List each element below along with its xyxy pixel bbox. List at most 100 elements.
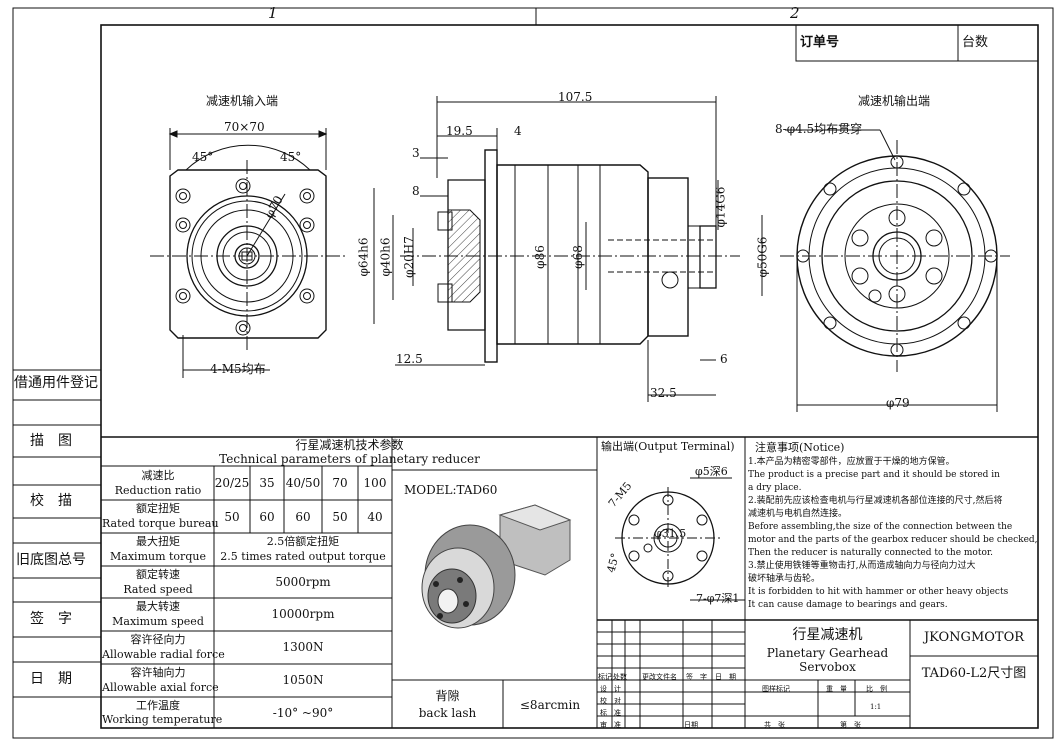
sign-date-label: 日期 (684, 721, 698, 729)
zone-number-1: 1 (268, 4, 278, 22)
torque-value: 60 (259, 510, 275, 524)
ratio-label-cn: 减速比 (141, 469, 175, 482)
notice-line: 1.本产品为精密零部件，应放置于干燥的地方保管。 (748, 457, 955, 467)
sign-row-check: 校 对 (600, 697, 621, 705)
dim-d40h6: φ40h6 (378, 237, 393, 277)
dim-19-5: 19.5 (446, 124, 473, 138)
notice-line: It can cause damage to bearings and gear… (748, 600, 948, 610)
strip-old-drawing-no: 旧底图总号 (16, 552, 86, 568)
backlash-label-cn: 背隙 (435, 689, 460, 703)
quantity-label: 台数 (962, 35, 989, 50)
notice-title: 注意事项(Notice) (755, 441, 845, 454)
dim-32-5: 32.5 (650, 386, 677, 400)
order-number-label: 订单号 (800, 35, 840, 50)
temperature-label-cn: 工作温度 (136, 699, 180, 712)
torque-value: 60 (295, 510, 311, 524)
output-end-title: 减速机输出端 (858, 94, 931, 108)
drawing-number: TAD60-L2尺寸图 (921, 666, 1027, 681)
max-speed-value: 10000rpm (271, 607, 335, 621)
ratio-value: 35 (259, 476, 275, 490)
max-speed-label-en: Maximum speed (112, 615, 204, 628)
max-torque-label-en: Maximum torque (110, 550, 206, 563)
dim-d64h6: φ64h6 (356, 237, 371, 277)
dim-d14g6: φ14G6 (713, 186, 728, 228)
strip-drawn: 描 图 (30, 433, 72, 449)
dim-8: 8 (412, 184, 420, 198)
dim-6: 6 (720, 352, 728, 366)
company-name: JKONGMOTOR (923, 630, 1025, 645)
sign-row-standard: 标 准 (600, 709, 621, 717)
dim-d50g6: φ50G6 (755, 236, 770, 278)
notice-line: 3.禁止使用铁锤等重物击打,从而造成轴向力与径向力过大 (748, 561, 976, 571)
radial-force-label-cn: 容许径向力 (130, 633, 186, 646)
backlash-label-en: back lash (418, 706, 477, 720)
ratio-value: 40/50 (285, 476, 321, 490)
notice-line: 破坏轴承与齿轮。 (748, 574, 821, 584)
notice-line: a dry place. (748, 483, 802, 493)
torque-label-en: Rated torque bureau (102, 517, 219, 530)
dim-angle-left: 45° (192, 150, 214, 164)
strip-date: 日 期 (30, 671, 72, 687)
notice-line: motor and the parts of the gearbox reduc… (748, 535, 1038, 545)
notice-line: 2.装配前先应该检查电机与行星减速机各部位连接的尺寸,然后将 (748, 496, 1003, 506)
axial-force-label-cn: 容许轴向力 (130, 666, 186, 679)
dim-12-5: 12.5 (396, 352, 423, 366)
notice-line: Before assembling,the size of the connec… (748, 522, 1013, 532)
rated-speed-value: 5000rpm (275, 575, 331, 589)
max-torque-value-cn: 2.5倍额定扭矩 (266, 535, 340, 548)
output-terminal-d7: 7-φ7深1 (696, 592, 740, 605)
product-name-cn: 行星减速机 (792, 627, 863, 643)
max-speed-label-cn: 最大转速 (136, 600, 180, 613)
torque-value: 50 (224, 510, 240, 524)
sign-row-design: 设 计 (600, 685, 621, 693)
rev-header: 处数 (613, 673, 627, 681)
outer-border (12, 7, 1054, 739)
output-terminal-title: 输出端(Output Terminal) (601, 440, 735, 453)
rev-header: 更改文件名 (642, 673, 677, 681)
scale-label: 比 例 (866, 685, 887, 693)
sheet-number: 第 张 (840, 721, 861, 729)
axial-force-label-en: Allowable axial force (102, 681, 219, 694)
dim-flange: 70×70 (224, 120, 265, 134)
rev-header: 日 期 (715, 673, 736, 681)
output-terminal-d31: φ31.5 (654, 527, 687, 540)
gearhead-render (421, 504, 572, 629)
rated-speed-label-en: Rated speed (123, 583, 193, 596)
backlash-value: ≤8arcmin (519, 698, 581, 712)
ratio-value: 100 (363, 476, 387, 490)
dim-d86: φ86 (532, 245, 547, 269)
temperature-label-en: Working temperature (102, 713, 223, 726)
sheets-total: 共 张 (764, 721, 785, 729)
dim-4: 4 (514, 124, 522, 138)
torque-label-cn: 额定扭矩 (136, 502, 180, 515)
rev-header: 签 字 (686, 673, 707, 681)
dim-angle-right: 45° (280, 150, 302, 164)
order-box (795, 24, 1039, 62)
weight-label: 重 量 (826, 685, 847, 693)
input-end-title: 减速机输入端 (206, 94, 279, 108)
input-end-view (150, 128, 345, 378)
scale-value: 1:1 (870, 703, 882, 711)
max-torque-label-cn: 最大扭矩 (136, 535, 180, 548)
zone-number-2: 2 (790, 4, 800, 22)
sign-row-approve: 审 准 (600, 721, 621, 729)
dim-overall-length: 107.5 (558, 90, 593, 104)
product-name-en: Planetary Gearhead (766, 646, 889, 660)
output-terminal-d5: φ5深6 (695, 465, 728, 478)
radial-force-value: 1300N (282, 640, 324, 654)
notice-line: 减速机与电机自然连接。 (748, 509, 848, 519)
ratio-value: 70 (332, 476, 348, 490)
dim-3: 3 (412, 146, 420, 160)
side-view (373, 96, 763, 402)
notice-line: It is forbidden to hit with hammer or ot… (748, 587, 1009, 597)
output-end-view (780, 129, 1010, 412)
axial-force-value: 1050N (282, 673, 324, 687)
params-title-cn: 行星减速机技术参数 (295, 438, 404, 452)
model-label: MODEL:TAD60 (404, 483, 498, 497)
notice-line: The product is a precise part and it sho… (748, 470, 1000, 480)
dim-d20h7: φ20H7 (401, 236, 416, 278)
dim-8-holes: 8-φ4.5均布贯穿 (775, 122, 863, 136)
mark-label: 图样标记 (762, 685, 790, 693)
